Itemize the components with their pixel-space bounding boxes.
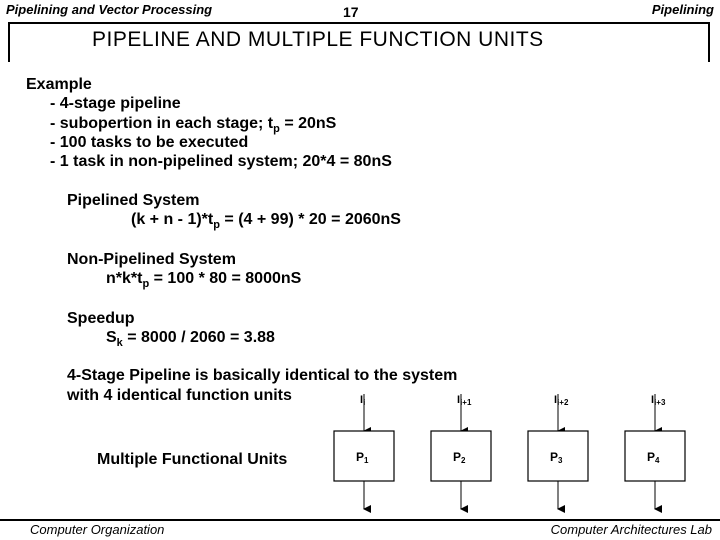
header-topic: Pipelining bbox=[651, 2, 714, 17]
pipelined-formula: (k + n - 1)*tp = (4 + 99) * 20 = 2060nS bbox=[131, 211, 401, 232]
functional-unit-4: Ii+3P4 bbox=[624, 394, 686, 513]
conclusion-line-2: with 4 identical function units bbox=[67, 387, 292, 404]
functional-unit-2: Ii+1P2 bbox=[430, 394, 492, 513]
nonpipelined-heading: Non-Pipelined System bbox=[67, 251, 236, 268]
unit-input-label: Ii+2 bbox=[554, 394, 569, 407]
diagram-label: Multiple Functional Units bbox=[97, 451, 288, 468]
unit-box bbox=[430, 430, 492, 482]
footer-lab: Computer Architectures Lab bbox=[550, 522, 712, 537]
functional-unit-1: IiP1 bbox=[333, 394, 395, 513]
unit-input-label: Ii+3 bbox=[651, 394, 666, 407]
title-frame bbox=[8, 22, 710, 62]
functional-units-diagram: IiP1 Ii+1P2 Ii+2P3 Ii+3P4 bbox=[333, 394, 686, 513]
unit-box bbox=[333, 430, 395, 482]
speedup-formula: Sk = 8000 / 2060 = 3.88 bbox=[106, 329, 275, 350]
example-heading: Example bbox=[26, 76, 92, 93]
header-course-title: Pipelining and Vector Processing bbox=[6, 2, 213, 17]
slide-title: PIPELINE AND MULTIPLE FUNCTION UNITS bbox=[92, 28, 544, 51]
conclusion-line-1: 4-Stage Pipeline is basically identical … bbox=[67, 367, 458, 384]
example-item-3: - 100 tasks to be executed bbox=[50, 134, 249, 151]
footer-course: Computer Organization bbox=[30, 522, 165, 537]
unit-box bbox=[624, 430, 686, 482]
speedup-heading: Speedup bbox=[67, 310, 135, 327]
example-item-2: - subopertion in each stage; tp = 20nS bbox=[50, 115, 337, 136]
example-item-1: - 4-stage pipeline bbox=[50, 95, 181, 112]
pipelined-heading: Pipelined System bbox=[67, 192, 200, 209]
example-item-4: - 1 task in non-pipelined system; 20*4 =… bbox=[50, 153, 392, 170]
functional-unit-3: Ii+2P3 bbox=[527, 394, 589, 513]
unit-input-label: Ii bbox=[360, 394, 365, 407]
unit-input-label: Ii+1 bbox=[457, 394, 472, 407]
footer-divider bbox=[0, 519, 720, 521]
nonpipelined-formula: n*k*tp = 100 * 80 = 8000nS bbox=[106, 270, 302, 291]
page-number: 17 bbox=[343, 4, 359, 20]
